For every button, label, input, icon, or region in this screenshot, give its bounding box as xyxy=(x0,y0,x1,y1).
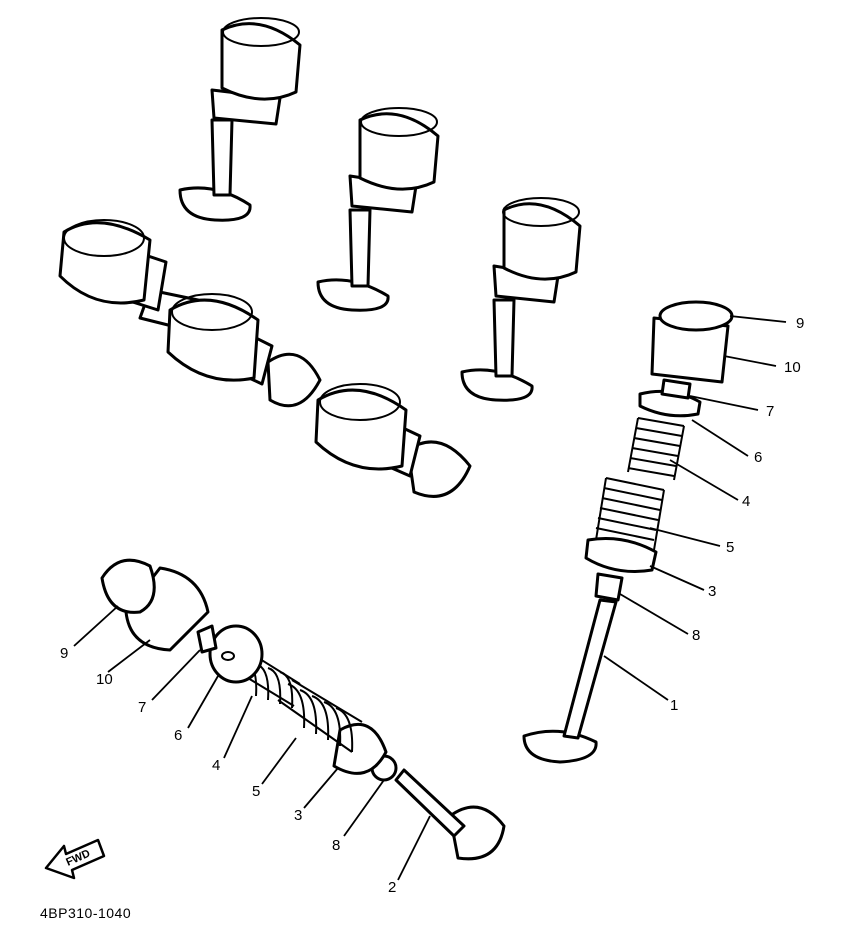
label-5-right: 5 xyxy=(726,539,734,556)
retainer-6-left xyxy=(208,624,264,684)
label-9-right: 9 xyxy=(796,315,804,332)
label-7-left: 7 xyxy=(138,699,146,716)
shim-9-left xyxy=(100,558,156,614)
label-6-left: 6 xyxy=(174,727,182,744)
cotter-7 xyxy=(660,378,692,400)
label-3-right: 3 xyxy=(708,583,716,600)
label-5-left: 5 xyxy=(252,783,260,800)
label-9-left: 9 xyxy=(60,645,68,662)
assembled-valve-top-2 xyxy=(316,107,440,312)
assembled-valve-diagonal-2 xyxy=(166,293,322,408)
label-7-right: 7 xyxy=(766,403,774,420)
right-leader-lines xyxy=(603,315,787,701)
cotter-7-left xyxy=(196,624,218,654)
spring-seat-3-left xyxy=(332,722,388,775)
valve-1 xyxy=(522,729,598,764)
label-4-right: 4 xyxy=(742,493,750,510)
valve-2 xyxy=(448,805,506,861)
label-6-right: 6 xyxy=(754,449,762,466)
inner-spring-4 xyxy=(627,417,685,481)
assembled-valve-top-1 xyxy=(178,17,302,222)
exploded-assembly-right xyxy=(522,300,734,764)
exploded-assembly-left xyxy=(100,558,506,861)
left-leader-lines xyxy=(73,605,431,881)
label-1-right: 1 xyxy=(670,697,678,714)
valve-seal-8 xyxy=(594,572,624,602)
label-8-left: 8 xyxy=(332,837,340,854)
label-2-left: 2 xyxy=(388,879,396,896)
fwd-arrow-icon: FWD xyxy=(44,838,106,880)
label-8-right: 8 xyxy=(692,627,700,644)
left-part-labels: 9 10 7 6 4 5 3 8 2 xyxy=(60,645,396,896)
valve-stem-left xyxy=(394,768,466,838)
outer-spring-5 xyxy=(595,477,665,551)
label-3-left: 3 xyxy=(294,807,302,824)
label-10-left: 10 xyxy=(96,671,113,688)
spring-seat-3 xyxy=(584,537,658,573)
outer-spring-5-left xyxy=(277,679,363,753)
right-part-labels: 9 10 7 6 4 5 3 8 1 xyxy=(670,315,804,714)
part-code: 4BP310-1040 xyxy=(40,905,131,921)
assembled-valve-top-3 xyxy=(460,197,582,402)
label-4-left: 4 xyxy=(212,757,220,774)
label-10-right: 10 xyxy=(784,359,801,376)
assembled-valve-diagonal-3 xyxy=(314,383,472,498)
shim-9 xyxy=(658,300,734,332)
valve-stem xyxy=(562,598,618,740)
